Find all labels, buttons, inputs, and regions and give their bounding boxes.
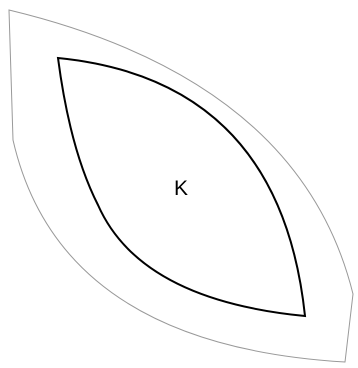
- inner-lens-outline: [56, 56, 307, 318]
- inner-region-label: K: [174, 177, 188, 200]
- outer-lens-outline: [8, 9, 354, 363]
